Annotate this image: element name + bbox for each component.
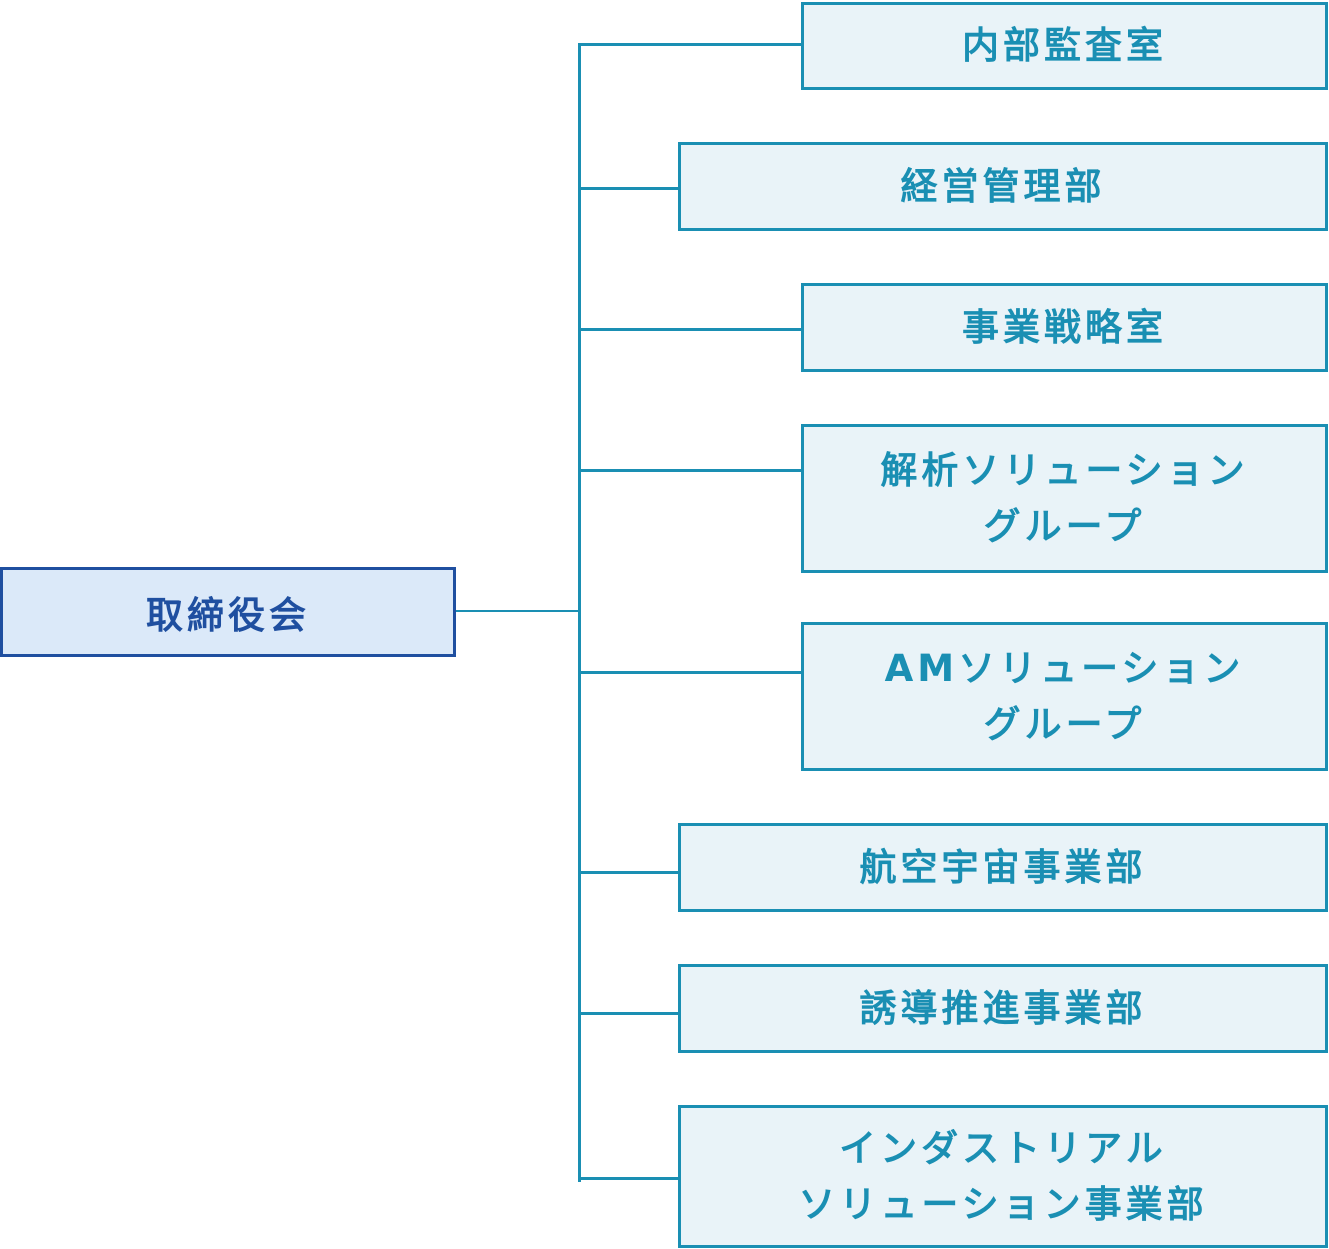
analysis-solution-label-line2: グループ — [983, 504, 1146, 548]
industrial-solution-label-line2: ソリューション事業部 — [798, 1182, 1208, 1226]
strategy-office-box: 事業戦略室 — [801, 283, 1328, 372]
am-solution-label-line1: AMソリューション — [884, 646, 1245, 690]
branch-line-5 — [578, 671, 803, 674]
analysis-solution-label-line1: 解析ソリューション — [880, 448, 1249, 492]
strategy-office-label: 事業戦略室 — [962, 305, 1167, 349]
board-of-directors-label: 取締役会 — [146, 594, 310, 637]
branch-line-3 — [578, 328, 803, 331]
internal-audit-label: 内部監査室 — [962, 24, 1167, 67]
root-connector — [456, 610, 580, 612]
guidance-propulsion-dept-label: 誘導推進事業部 — [859, 986, 1147, 1030]
branch-line-7 — [578, 1012, 680, 1015]
branch-line-8 — [578, 1177, 680, 1180]
analysis-solution-group-box: 解析ソリューション グループ — [801, 424, 1328, 573]
management-dept-box: 経営管理部 — [678, 142, 1328, 231]
board-of-directors-box: 取締役会 — [0, 567, 456, 657]
internal-audit-box: 内部監査室 — [801, 2, 1328, 90]
trunk-line — [578, 43, 581, 1182]
industrial-solution-label-line1: インダストリアル — [839, 1126, 1167, 1170]
branch-line-1 — [578, 43, 803, 46]
am-solution-label-line2: グループ — [983, 702, 1146, 746]
branch-line-2 — [578, 187, 680, 190]
guidance-propulsion-dept-box: 誘導推進事業部 — [678, 964, 1328, 1053]
aerospace-dept-label: 航空宇宙事業部 — [859, 845, 1147, 889]
aerospace-dept-box: 航空宇宙事業部 — [678, 823, 1328, 912]
management-dept-label: 経営管理部 — [900, 164, 1106, 208]
industrial-solution-dept-box: インダストリアル ソリューション事業部 — [678, 1105, 1328, 1248]
am-solution-group-box: AMソリューション グループ — [801, 622, 1328, 771]
branch-line-6 — [578, 871, 680, 874]
branch-line-4 — [578, 469, 803, 472]
